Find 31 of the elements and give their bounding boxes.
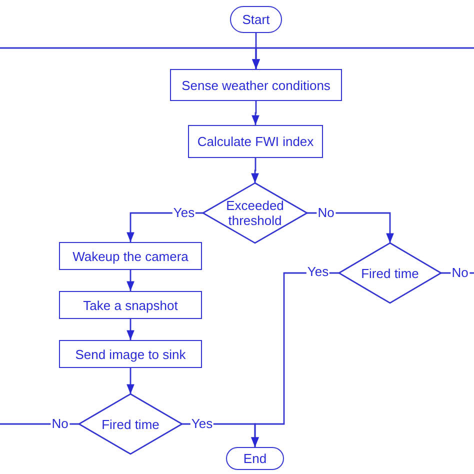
arrow: [252, 101, 260, 125]
decision-diamond: [203, 183, 307, 243]
edge-label: Yes: [172, 206, 196, 220]
arrow: [126, 270, 134, 291]
process-box: [59, 291, 202, 319]
node-label: Fired time: [102, 416, 160, 432]
process-box: [188, 125, 323, 158]
edge-label: No: [50, 417, 70, 431]
arrow: [251, 158, 259, 183]
node-label: Calculate FWI index: [197, 134, 314, 149]
decision-diamond: [339, 243, 441, 303]
process-box: [59, 242, 202, 270]
edge-label: No: [450, 266, 470, 280]
edge-label: Yes: [306, 265, 330, 279]
arrow: [126, 368, 134, 394]
node-label: End: [243, 451, 267, 466]
node-label: Fired time: [361, 266, 419, 280]
edge-label: Yes: [190, 417, 214, 431]
arrow: [307, 212, 394, 243]
node-label: Take a snapshot: [83, 298, 178, 312]
node-label: Exceeded threshold: [225, 198, 285, 228]
node-label: Sense weather conditions: [182, 78, 330, 92]
node-label: Send image to sink: [75, 346, 186, 362]
edge-label: No: [316, 206, 336, 220]
node-label: Wakeup the camera: [72, 248, 188, 264]
process-box: [59, 340, 202, 368]
node-label: Start: [242, 12, 270, 27]
process-box: [170, 69, 342, 101]
decision-diamond: [79, 394, 182, 454]
arrow: [0, 47, 260, 425]
arrow: [126, 319, 134, 340]
